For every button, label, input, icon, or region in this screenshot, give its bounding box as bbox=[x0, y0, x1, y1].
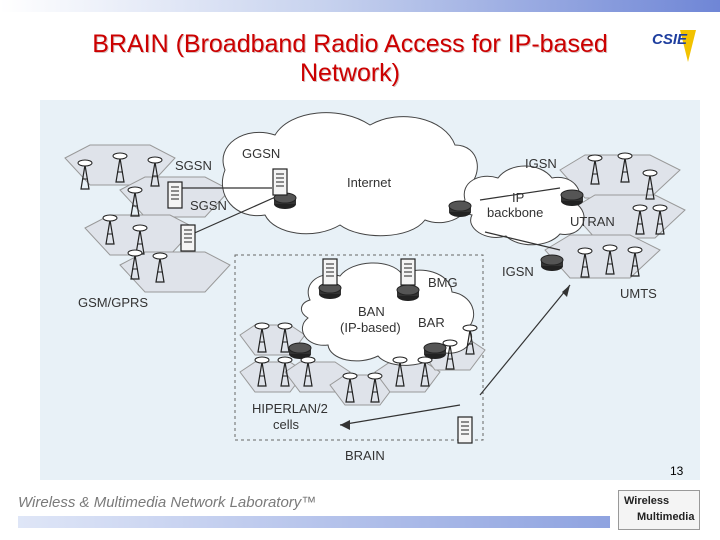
label-hiperlan: HIPERLAN/2 bbox=[252, 401, 328, 416]
label-bmg: BMG bbox=[428, 275, 458, 290]
label-backbone: backbone bbox=[487, 205, 543, 220]
bmg-router-right-icon bbox=[396, 284, 420, 302]
label-igsn-top: IGSN bbox=[525, 156, 557, 171]
slide-title: BRAIN (Broadband Radio Access for IP-bas… bbox=[30, 30, 670, 88]
label-sgsn-bottom: SGSN bbox=[190, 198, 227, 213]
page-number: 13 bbox=[670, 464, 684, 478]
arrow-head-umts bbox=[562, 285, 570, 297]
csie-logo: CSIE bbox=[652, 30, 696, 62]
ggsn-server-icon bbox=[272, 168, 288, 196]
bar-router-right-icon bbox=[423, 342, 447, 360]
network-diagram: SGSN GGSN Internet IGSN SGSN IP backbone… bbox=[40, 100, 700, 480]
sgsn-server-top-icon bbox=[167, 181, 183, 209]
label-ban: BAN bbox=[358, 304, 385, 319]
logo-text: CSIE bbox=[652, 31, 688, 48]
label-brain: BRAIN bbox=[345, 448, 385, 463]
bmg-server-left-icon bbox=[322, 258, 338, 286]
bmg-server-right-icon bbox=[400, 258, 416, 286]
label-internet: Internet bbox=[347, 175, 391, 190]
slide-title-line2: Network) bbox=[299, 59, 400, 87]
backbone-router-left-icon bbox=[448, 200, 472, 218]
label-sgsn-top: SGSN bbox=[175, 158, 212, 173]
ban-cloud bbox=[301, 262, 474, 366]
wm-logo-line2: Multimedia bbox=[637, 511, 695, 523]
label-gsm-gprs: GSM/GPRS bbox=[78, 295, 148, 310]
network-links bbox=[175, 187, 571, 426]
slide-title-line1: BRAIN (Broadband Radio Access for IP-bas… bbox=[92, 30, 608, 58]
label-ggsn: GGSN bbox=[242, 146, 280, 161]
label-ip: IP bbox=[512, 190, 524, 205]
label-umts: UMTS bbox=[620, 286, 657, 301]
mobile-terminal-icon bbox=[457, 416, 473, 444]
label-cells: cells bbox=[273, 417, 300, 432]
label-ip-based: (IP-based) bbox=[340, 320, 401, 335]
arrow-head-brain bbox=[340, 420, 350, 430]
ip-backbone-cloud bbox=[460, 165, 585, 246]
label-bar: BAR bbox=[418, 315, 445, 330]
bottom-gradient-bar bbox=[18, 516, 610, 528]
gsm-cells bbox=[64, 144, 231, 293]
label-utran: UTRAN bbox=[570, 214, 615, 229]
diagram-canvas: SGSN GGSN Internet IGSN SGSN IP backbone… bbox=[64, 112, 686, 478]
sgsn-server-bottom-icon bbox=[180, 224, 196, 252]
wm-logo-line1: Wireless bbox=[624, 495, 670, 507]
footer-lab-name: Wireless & Multimedia Network Laboratory… bbox=[18, 494, 317, 511]
igsn-router-top-icon bbox=[560, 189, 584, 207]
umts-cells bbox=[544, 154, 686, 279]
top-gradient-bar bbox=[0, 0, 720, 12]
wireless-multimedia-logo: Wireless Multimedia bbox=[618, 490, 700, 530]
label-igsn-bottom: IGSN bbox=[502, 264, 534, 279]
igsn-router-bottom-icon bbox=[540, 254, 564, 272]
